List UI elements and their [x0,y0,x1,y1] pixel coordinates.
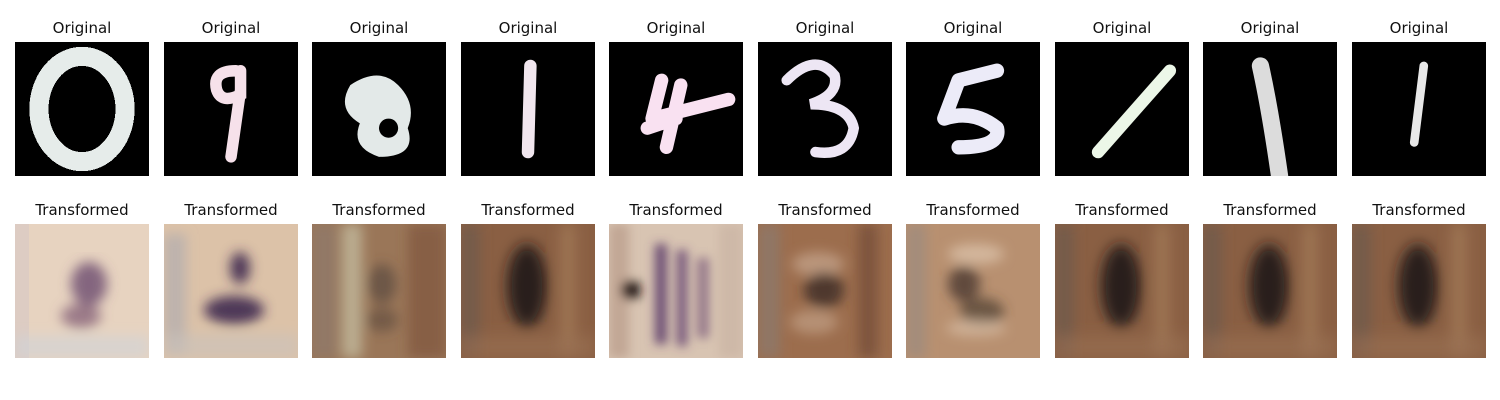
transformed-dark-image [1055,224,1189,358]
transformed-dark-image [1203,224,1337,358]
transformed-mid-image [758,224,892,358]
panel-title: Transformed [1372,201,1466,219]
digit-1-thick-image [1203,42,1337,176]
panel-title: Original [52,19,112,37]
panel-title: Transformed [35,201,129,219]
digit-1-image [461,42,595,176]
digit-1-thin-image [1352,42,1486,176]
digit-image [461,42,595,176]
digit-image [312,42,446,176]
transformed-image [758,224,892,358]
transformed-image [906,224,1040,358]
transformed-dark-image [1352,224,1486,358]
digit-image [609,42,743,176]
panel-title: Original [498,19,558,37]
digit-image [164,42,298,176]
digit-image [1203,42,1337,176]
digit-8-image [312,42,446,176]
transformed-image [312,224,446,358]
transformed-light-image [15,224,149,358]
transformed-light-image [164,224,298,358]
panel-title: Transformed [1075,201,1169,219]
digit-image [1352,42,1486,176]
panel-title: Transformed [184,201,278,219]
panel-title: Original [1389,19,1449,37]
transformed-mid-image [312,224,446,358]
panel-title: Original [1092,19,1152,37]
panel-title: Transformed [1223,201,1317,219]
digit-1-slanted-image [1055,42,1189,176]
digit-9-image [164,42,298,176]
transformed-image [609,224,743,358]
image-grid: Original Original Original Origi [15,0,1490,400]
panel-title: Original [349,19,409,37]
digit-image [758,42,892,176]
digit-0-image [15,42,149,176]
digit-image [1055,42,1189,176]
transformed-light-image [609,224,743,358]
transformed-image [15,224,149,358]
panel-title: Transformed [481,201,575,219]
panel-title: Original [1240,19,1300,37]
digit-3-image [758,42,892,176]
panel-title: Original [201,19,261,37]
transformed-dark-image [461,224,595,358]
digit-4-image [609,42,743,176]
panel-title: Transformed [332,201,426,219]
panel-title: Original [795,19,855,37]
transformed-image [461,224,595,358]
transformed-image [1055,224,1189,358]
transformed-mid-image [906,224,1040,358]
digit-5-image [906,42,1040,176]
digit-image [15,42,149,176]
transformed-image [1352,224,1486,358]
panel-title: Original [943,19,1003,37]
digit-image [906,42,1040,176]
panel-title: Transformed [926,201,1020,219]
transformed-image [164,224,298,358]
transformed-image [1203,224,1337,358]
panel-title: Transformed [629,201,723,219]
panel-title: Transformed [778,201,872,219]
panel-title: Original [646,19,706,37]
